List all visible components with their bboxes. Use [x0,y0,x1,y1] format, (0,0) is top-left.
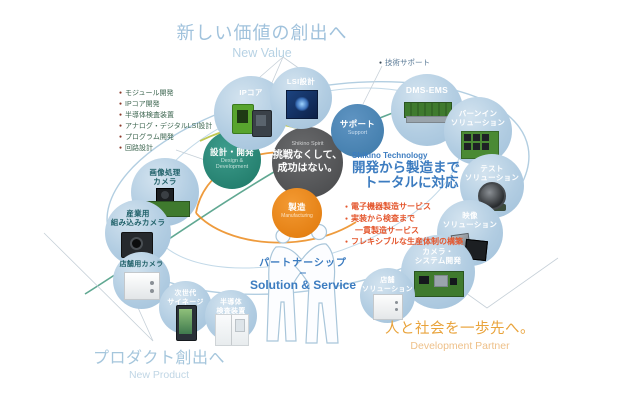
node-label: 製造 [288,202,306,212]
new-product-en: New Product [128,369,190,381]
capability-item: プログラム開発 [119,132,212,143]
capability-item: アナログ・デジタルLSI設計 [119,121,212,132]
development-partner-en: Development Partner [410,340,510,352]
cabinet-image [215,314,249,346]
service-item: 一貫製造サービス [355,226,419,235]
node-label: 店舗用カメラ [119,261,164,268]
technology-brand: Shikino Technology [352,151,428,160]
node-label: テスト ソリューション [464,164,520,182]
development-partner-caption: 人と社会を一歩先へ。 Development Partner [375,317,545,352]
inspection-equipment-photo [215,314,249,346]
hole-image [150,289,154,293]
node-label: 設計・開発 [209,147,254,157]
silhouette-right-body [294,243,339,344]
node-store-camera[interactable]: 店舗用カメラ [113,252,170,309]
lens-image [161,191,169,199]
component-image [450,278,457,285]
green-pcb-photo [404,102,452,124]
node-label: カメラ・ システム開発 [414,247,462,265]
hole-image [395,301,398,304]
capability-list: モジュール開発 IPコア開発 半導体検査装置 アナログ・デジタルLSI設計 プロ… [119,88,212,154]
hole-image [395,308,398,311]
service-item: フレキシブルな生産体制の構築 [345,236,463,248]
store-camera-photo [124,272,160,300]
node-sublabel: Manufacturing [281,213,313,219]
display-frame-image [176,305,197,341]
node-next-gen-signage[interactable]: 次世代 サイネージ [159,281,212,341]
white-box-image [373,294,403,320]
lsi-chip-photo [286,90,318,119]
node-store-solution[interactable]: 店舗 ソリューション [360,268,415,323]
service-list: 電子機器製造サービス 実装から検査まで 一貫製造サービス フレキシブルな生産体制… [345,201,463,248]
capability-item: 回路設計 [119,143,212,154]
node-sublabel: Design & Development [215,158,249,170]
capability-item: モジュール開発 [119,88,212,99]
node-semiconductor-inspection[interactable]: 半導体 検査装置 [205,290,257,346]
header-title-jp: 新しい価値の創出へ [176,23,348,43]
screen-image [256,115,266,126]
partnership-equals: ＝ [299,269,307,278]
node-label: IPコア [239,88,263,97]
partnership-caption: パートナーシップ ＝ Solution & Service [238,254,368,292]
node-lsi-design[interactable]: LSI設計 [270,67,332,129]
node-label: 次世代 サイネージ [167,290,204,306]
node-label: サポート [339,119,376,129]
camera-system-board-photo [414,271,464,297]
camera-body-image [156,188,174,203]
node-label: 映像 ソリューション [442,211,498,229]
node-label: 半導体 検査装置 [216,299,246,315]
partnership-en: Solution & Service [249,278,357,292]
chip-array-image [463,133,493,151]
node-manufacturing[interactable]: 製造 Manufacturing [272,188,322,238]
screen-image [237,110,248,123]
capability-item: IPコア開発 [119,99,212,110]
node-label: 産業用 組み込みカメラ [110,209,166,227]
technology-text: Shikino Technology 開発から製造まで トータルに対応 [352,151,460,190]
green-board-image [232,104,254,134]
component-image [419,276,429,284]
partnership-jp: パートナーシップ [259,258,347,269]
capability-item: 半導体検査装置 [119,110,212,121]
screen-image [179,309,192,334]
header-new-value: 新しい価値の創出へ New Value [162,19,362,60]
tech-support-note: 技術サポート [379,57,430,68]
technology-line1: 開発から製造まで [352,160,460,175]
node-sublabel: Support [347,130,368,136]
store-device-photo [373,294,403,320]
node-burn-in-solution[interactable]: バーンイン ソリューション [444,97,512,165]
new-product-jp: プロダクト創出へ [92,350,225,367]
node-label: バーンイン ソリューション [450,109,506,127]
node-shikino-spirit[interactable]: Shikino Spirit 挑戦なくして、 成功はない。 [272,127,343,198]
port-image [434,275,448,287]
development-partner-jp: 人と社会を一歩先へ。 [385,321,535,337]
panel-image [235,319,245,332]
spirit-slogan: 挑戦なくして、 成功はない。 [272,150,343,174]
dark-board-image [252,110,272,137]
node-label: LSI設計 [286,77,316,86]
hole-image [150,281,154,285]
header-title-en: New Value [232,46,292,60]
door-seam-image [231,315,232,345]
service-item: 電子機器製造サービス [345,201,463,213]
node-label: 画像処理 カメラ [149,168,181,186]
new-product-caption: プロダクト創出へ New Product [79,344,239,381]
chip-glow-image [295,97,309,111]
lens-image [130,237,143,250]
white-box-image [124,272,160,300]
ip-core-module-photo [230,102,274,140]
digital-signage-photo [176,305,197,343]
node-label: 店舗 ソリューション [362,277,413,293]
node-support[interactable]: サポート Support [331,104,384,157]
spirit-brand: Shikino Spirit [291,141,324,147]
silhouette-left-body [266,246,308,342]
service-item: 実装から検査まで [345,213,463,225]
node-label: DMS-EMS [405,85,449,95]
technology-line2: トータルに対応 [364,175,459,190]
